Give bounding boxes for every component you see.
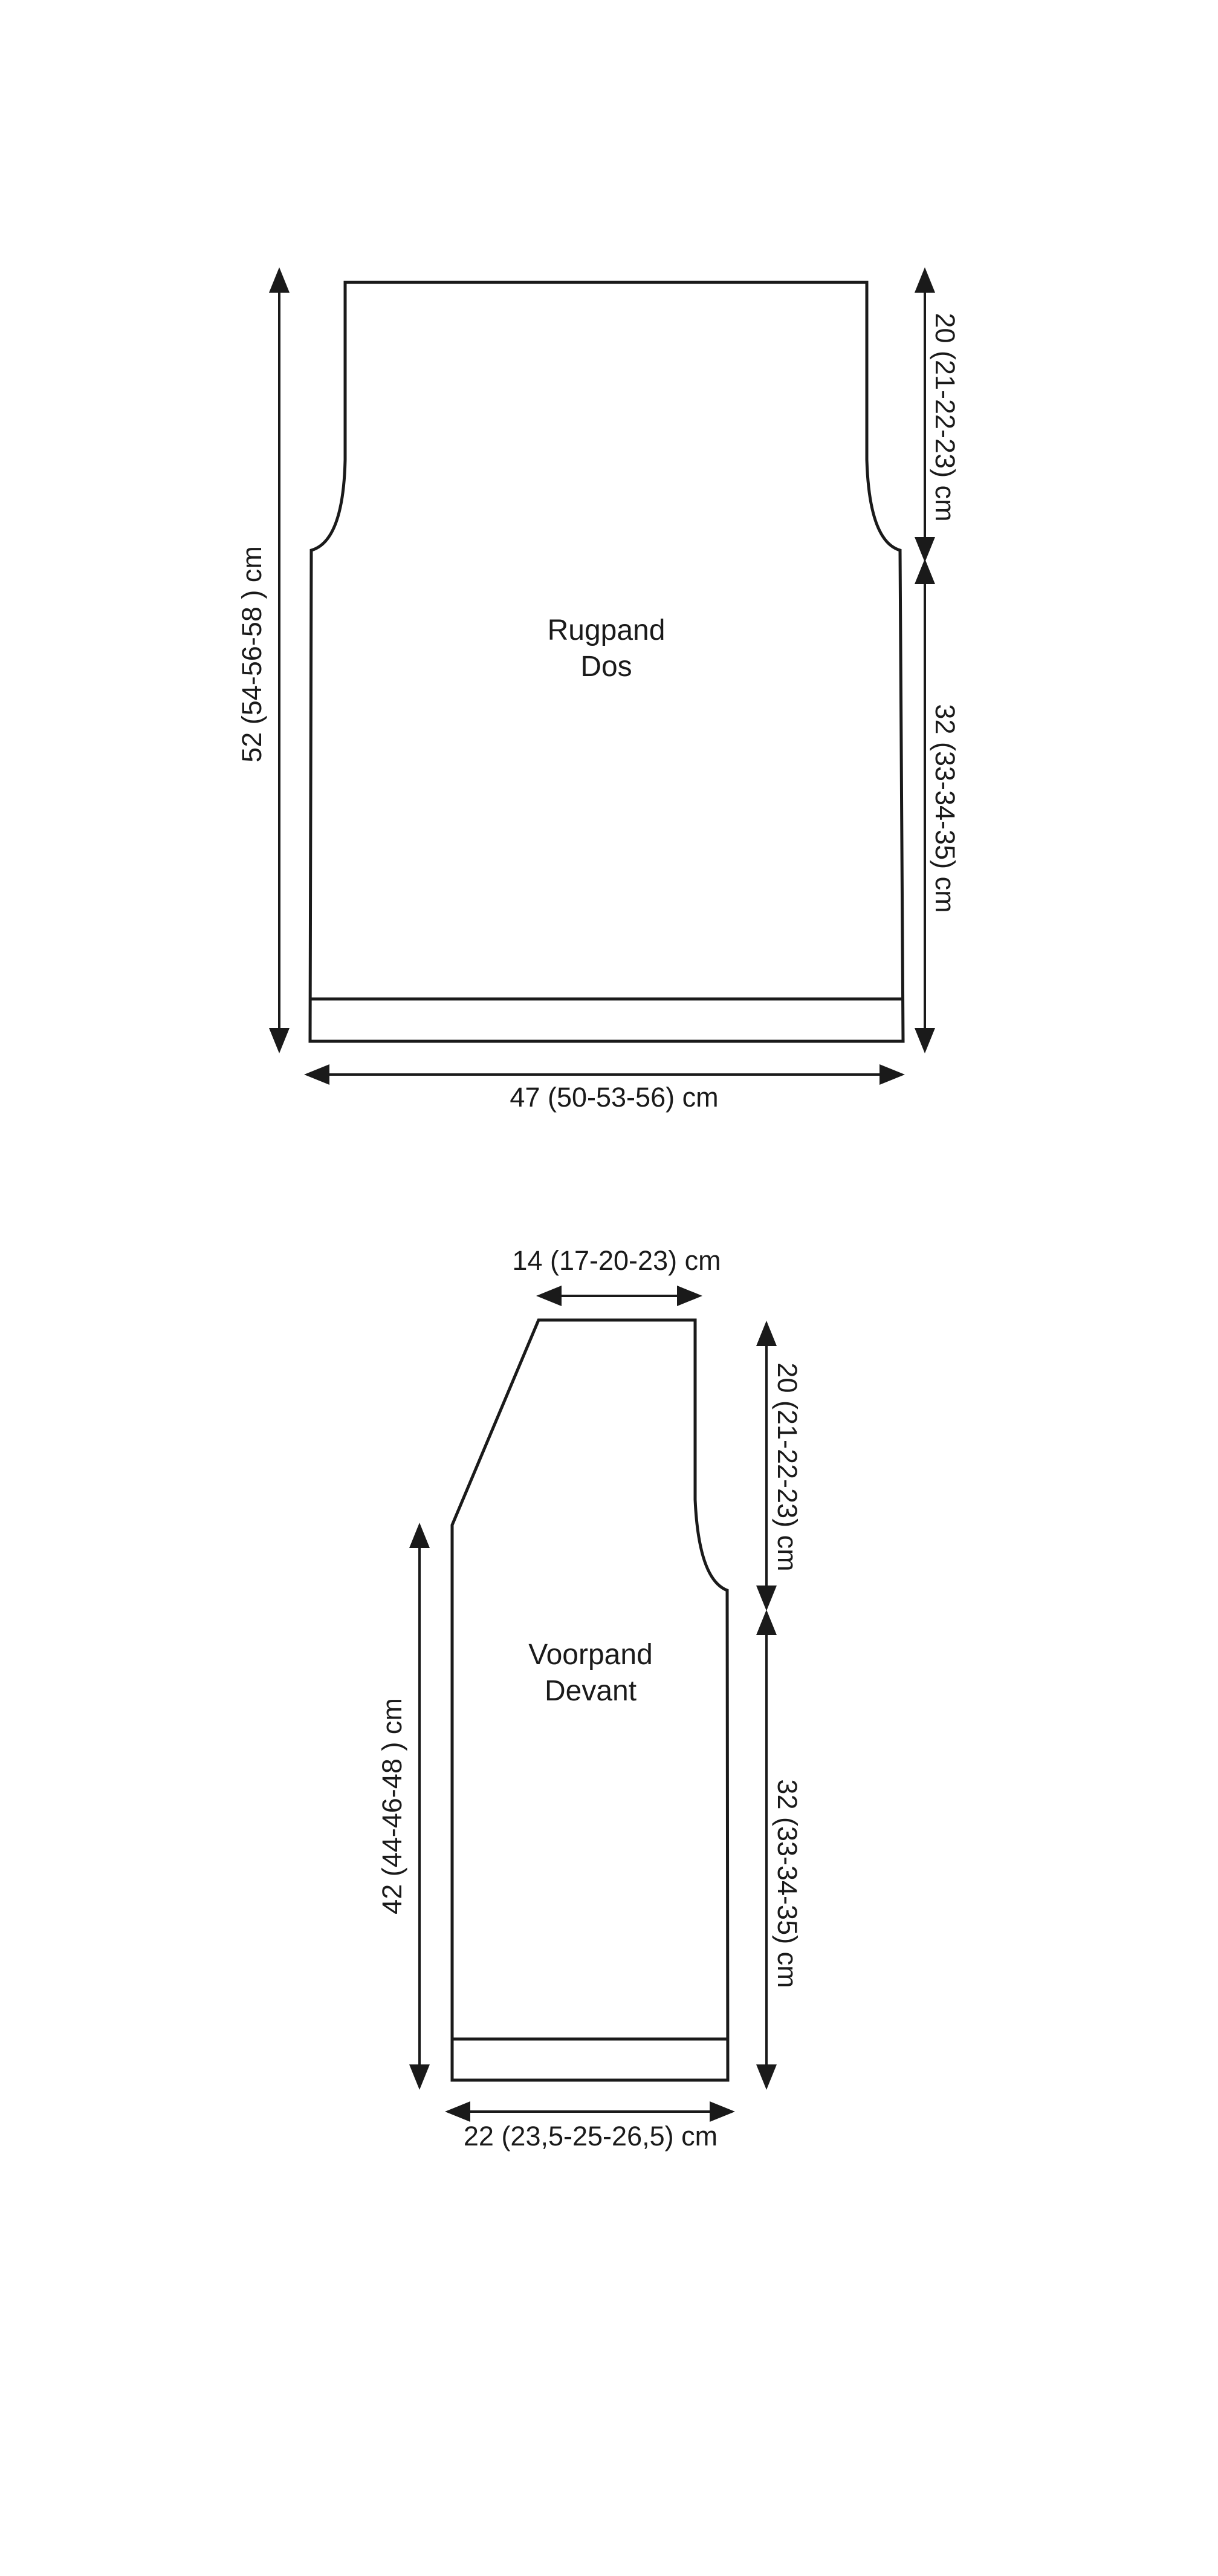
front-side-length-dimension: 32 (33-34-35) cm: [756, 1610, 803, 2090]
back-side-length-dimension: 32 (33-34-35) cm: [915, 559, 960, 1053]
back-piece: Rugpand Dos 52 (54-56-58 ) cm 20 (21-22-…: [236, 267, 960, 1113]
back-width-label: 47 (50-53-56) cm: [510, 1082, 718, 1113]
back-armhole-depth-label: 20 (21-22-23) cm: [930, 313, 960, 521]
back-width-dimension: 47 (50-53-56) cm: [304, 1064, 905, 1113]
front-width-label: 22 (23,5-25-26,5) cm: [464, 2121, 718, 2152]
front-piece-outline: [450, 1318, 730, 2082]
front-shoulder-width-label: 14 (17-20-23) cm: [512, 1245, 721, 1276]
front-piece: Voorpand Devant 14 (17-20-23) cm 20 (21-…: [377, 1245, 803, 2152]
front-side-length-label: 32 (33-34-35) cm: [772, 1779, 803, 1988]
back-piece-name-fr: Dos: [580, 651, 632, 683]
front-piece-name-fr: Devant: [545, 1675, 637, 1707]
front-armhole-depth-label: 20 (21-22-23) cm: [772, 1362, 803, 1571]
front-shoulder-width-dimension: 14 (17-20-23) cm: [512, 1245, 721, 1306]
back-piece-outline: [308, 281, 905, 1043]
front-width-dimension: 22 (23,5-25-26,5) cm: [445, 2101, 735, 2152]
front-piece-name-nl: Voorpand: [528, 1639, 653, 1671]
front-edge-length-dimension: 42 (44-46-48 ) cm: [377, 1523, 430, 2090]
back-armhole-depth-dimension: 20 (21-22-23) cm: [915, 267, 960, 562]
back-total-length-dimension: 52 (54-56-58 ) cm: [236, 267, 290, 1053]
back-piece-name-nl: Rugpand: [548, 614, 666, 646]
back-side-length-label: 32 (33-34-35) cm: [930, 704, 960, 912]
back-total-length-label: 52 (54-56-58 ) cm: [236, 546, 267, 763]
front-armhole-depth-dimension: 20 (21-22-23) cm: [756, 1321, 803, 1611]
front-edge-length-label: 42 (44-46-48 ) cm: [377, 1698, 407, 1914]
